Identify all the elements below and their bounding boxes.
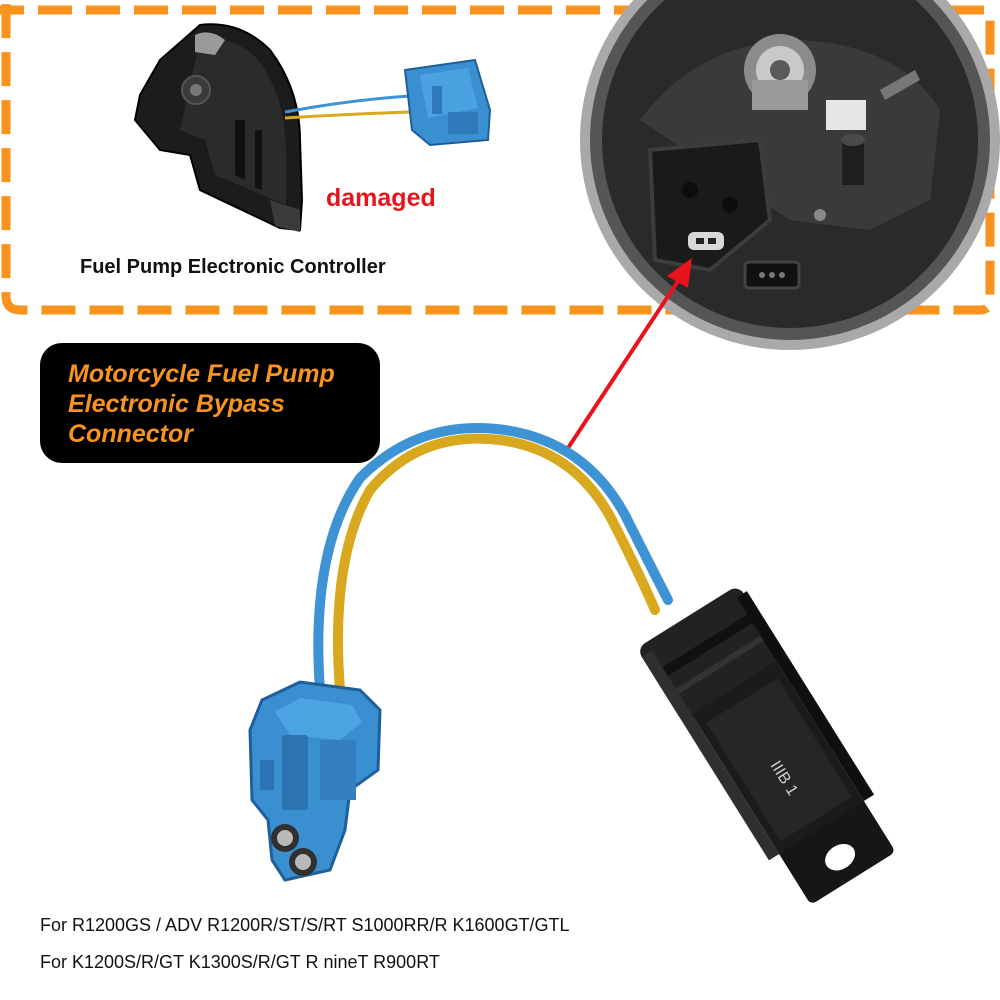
title-line-3: Connector xyxy=(68,420,193,448)
compatibility-line-2: For K1200S/R/GT K1300S/R/GT R nineT R900… xyxy=(40,952,440,972)
dashed-frame xyxy=(0,0,995,315)
fuel-pump-top-image xyxy=(580,0,1000,350)
pointer-arrow xyxy=(566,258,692,450)
compatibility-line-1: For R1200GS / ADV R1200R/ST/S/RT S1000RR… xyxy=(40,915,570,935)
fuel-pump-controller-image xyxy=(133,23,492,232)
bypass-connector-image: IIIB 1 xyxy=(248,423,894,903)
title-line-2: Electronic Bypass xyxy=(68,390,285,418)
title-line-1: Motorcycle Fuel Pump xyxy=(68,360,335,388)
controller-caption: Fuel Pump Electronic Controller xyxy=(80,256,386,278)
product-title-badge: Motorcycle Fuel Pump Electronic Bypass C… xyxy=(40,343,380,463)
damaged-label: damaged xyxy=(326,184,436,212)
